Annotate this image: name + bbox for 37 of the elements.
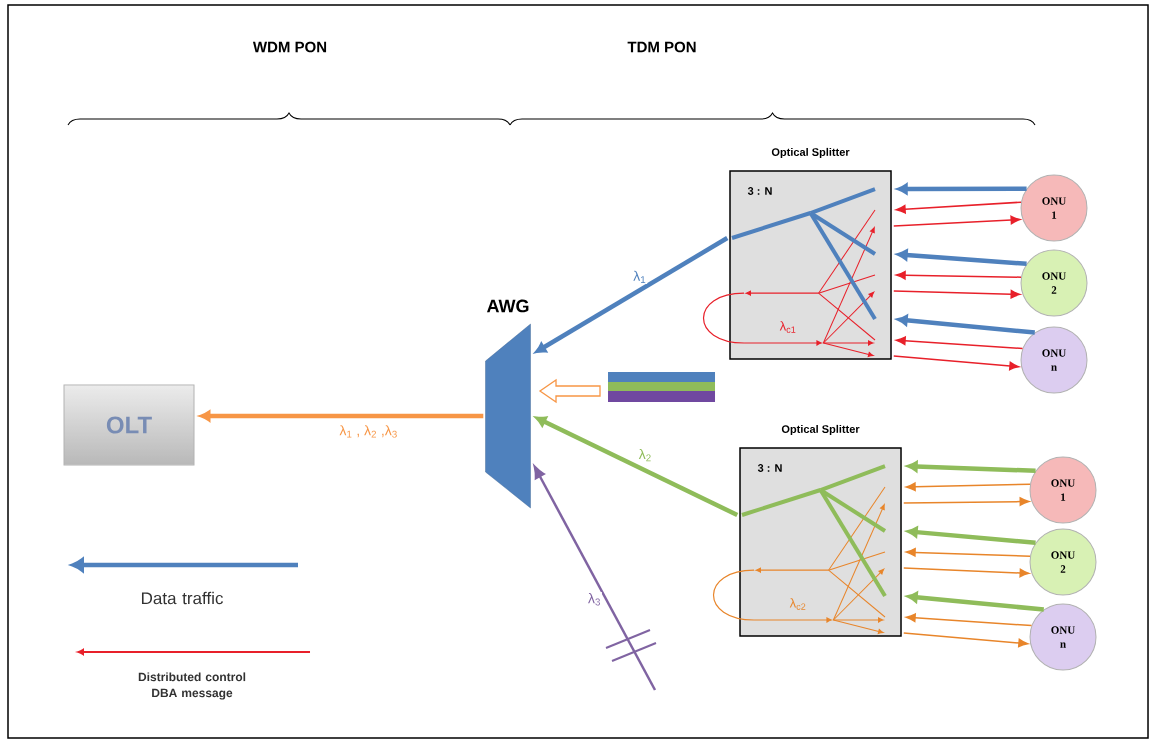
arrow — [905, 548, 1031, 557]
wavelength-label: λ$_{c2}$ — [789, 598, 806, 610]
awg-trapezoid: AWG — [485, 299, 531, 509]
arrow — [895, 336, 1024, 350]
arrow — [903, 497, 1030, 506]
edge-label: λ$_{3}$ — [586, 592, 602, 607]
node-label: Optical Splitter — [771, 147, 850, 159]
arrow — [906, 526, 1036, 546]
arrow — [906, 460, 1036, 474]
arrow — [895, 270, 1022, 280]
node-label: AWG — [486, 299, 529, 313]
arrow — [903, 632, 1029, 648]
arrow — [905, 613, 1033, 627]
arrow — [896, 183, 1027, 195]
section-heading: TDM PON — [627, 41, 696, 53]
arrow — [895, 201, 1022, 214]
arrow — [893, 289, 1021, 299]
wavelength-label: λ$_{c1}$ — [779, 321, 796, 333]
section-heading: WDM PON — [252, 41, 327, 53]
olt-box: OLT — [63, 384, 195, 466]
node-label: Optical Splitter — [781, 424, 860, 436]
edge-label: λ$_{1}$ — [632, 269, 648, 284]
arrow — [535, 236, 729, 354]
arrow — [893, 215, 1021, 227]
arrow — [199, 410, 484, 422]
arrow — [903, 567, 1030, 578]
edge-label: λ$_{1}$ , λ$_{2}$ ,λ$_{3}$ — [338, 424, 399, 439]
arrow — [533, 465, 657, 691]
arrow — [893, 355, 1020, 371]
legend-text: Distributed control DBA message — [138, 672, 246, 700]
edge-label: λ$_{2}$ — [637, 447, 653, 463]
arrow — [905, 482, 1031, 492]
legend-text: Data traffic — [142, 591, 223, 605]
arrow — [896, 314, 1036, 335]
arrow — [896, 249, 1027, 267]
arrow — [906, 591, 1044, 612]
arrow — [535, 416, 739, 518]
